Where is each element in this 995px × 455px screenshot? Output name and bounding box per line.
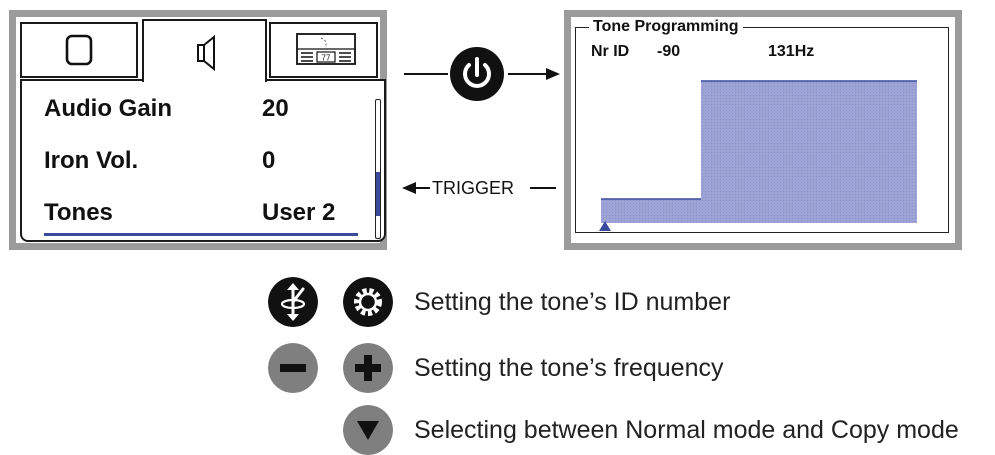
tone-graph-area (601, 81, 917, 223)
display-badge: 77 (322, 54, 331, 63)
tone-frequency-value: 131Hz (768, 43, 815, 60)
tone-id-cursor-icon[interactable] (599, 221, 611, 231)
legend-text-id: Setting the tone’s ID number (414, 288, 731, 316)
joystick-icon (268, 277, 318, 327)
speaker-icon (197, 34, 215, 72)
arrow-left-icon (402, 182, 416, 194)
minus-icon (268, 343, 318, 393)
gear-icon (343, 277, 393, 327)
power-button[interactable] (450, 47, 504, 101)
menu-item-value: User 2 (262, 199, 336, 226)
trigger-line-left (412, 187, 430, 189)
tab-audio[interactable] (142, 19, 267, 82)
arrow-line-right (508, 73, 548, 75)
scrollbar-thumb[interactable] (376, 172, 380, 216)
device-display-icon: 77 (296, 33, 356, 65)
tone-programming-frame (575, 27, 949, 233)
tone-programming-screen: Tone Programming Nr ID -90 131Hz (564, 10, 962, 250)
menu-item-label: Iron Vol. (44, 147, 139, 174)
selection-underline (44, 233, 358, 236)
trigger-line-right (530, 187, 556, 189)
nr-id-label: Nr ID (591, 43, 630, 60)
menu-item-value: 20 (262, 95, 289, 122)
menu-scrollbar[interactable] (375, 99, 381, 239)
trigger-label: TRIGGER (432, 178, 515, 198)
power-icon (463, 57, 491, 88)
detector-menu-screen: 77 Audio Gain 20 Iron Vol. 0 Tones User … (9, 10, 387, 250)
menu-item-iron-vol[interactable]: Iron Vol. 0 (44, 139, 358, 183)
menu-item-label: Tones (44, 199, 113, 226)
legend-text-frequency: Setting the tone’s frequency (414, 354, 724, 382)
plus-icon (343, 343, 393, 393)
menu-item-tones[interactable]: Tones User 2 (44, 191, 358, 236)
chip-square-icon (65, 34, 93, 66)
tab-display[interactable]: 77 (269, 22, 378, 78)
settings-menu: Audio Gain 20 Iron Vol. 0 Tones User 2 (20, 79, 386, 242)
menu-item-label: Audio Gain (44, 95, 172, 122)
arrow-line-left (404, 73, 448, 75)
legend-text-mode: Selecting between Normal mode and Copy m… (414, 416, 959, 444)
tab-general[interactable] (20, 22, 138, 78)
tone-programming-title: Tone Programming (589, 18, 743, 36)
menu-item-value: 0 (262, 147, 276, 174)
triangle-down-icon (343, 405, 393, 455)
tone-id-value: -90 (657, 43, 681, 60)
arrow-right-icon (546, 68, 560, 80)
menu-item-audio-gain[interactable]: Audio Gain 20 (44, 87, 358, 131)
tone-graph (599, 80, 917, 231)
